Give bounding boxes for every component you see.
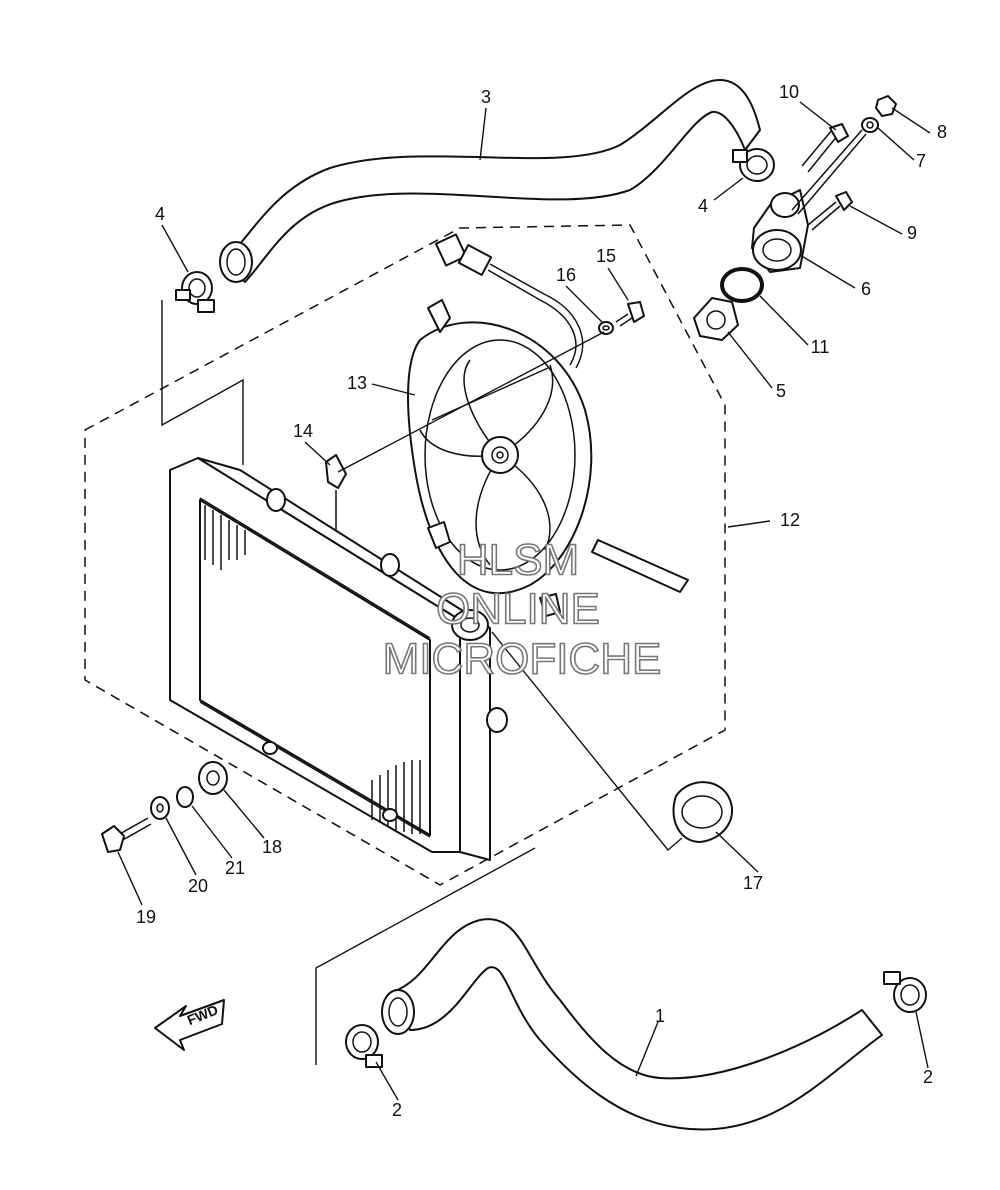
callout-1: 1 bbox=[655, 1006, 665, 1026]
watermark-line-2: ONLINE bbox=[436, 585, 600, 634]
radiator-fins bbox=[204, 505, 421, 834]
bolt-long[interactable] bbox=[801, 123, 849, 173]
washer-small[interactable] bbox=[598, 321, 614, 335]
hose-clamp-left[interactable] bbox=[175, 271, 215, 313]
callout-2-right: 2 bbox=[923, 1067, 933, 1087]
fastener-alignment-line bbox=[431, 367, 549, 421]
bolt-short[interactable] bbox=[807, 191, 853, 231]
radiator-cap[interactable] bbox=[672, 781, 733, 843]
callout-13: 13 bbox=[347, 373, 367, 393]
lower-hose[interactable] bbox=[381, 918, 883, 1131]
fan-motor-assembly[interactable] bbox=[407, 299, 689, 617]
callout-10: 10 bbox=[779, 82, 799, 102]
callout-2-left: 2 bbox=[392, 1100, 402, 1120]
watermark: HLSM ONLINE MICROFICHE bbox=[382, 535, 662, 685]
callout-11: 11 bbox=[811, 337, 830, 357]
callout-4-left: 4 bbox=[155, 204, 165, 224]
lower-hose-alignment-line bbox=[315, 847, 536, 1065]
cap-alignment-line bbox=[491, 631, 683, 852]
callout-7: 7 bbox=[916, 151, 926, 171]
washer[interactable] bbox=[861, 117, 879, 133]
mount-collar[interactable] bbox=[176, 786, 194, 808]
mount-grommet[interactable] bbox=[198, 761, 228, 795]
callout-labels: 3 4 4 10 8 7 9 6 11 5 12 13 14 15 16 18 … bbox=[136, 82, 947, 1120]
watermark-line-3: MICROFICHE bbox=[383, 635, 662, 684]
callout-3: 3 bbox=[481, 87, 491, 107]
mount-washer[interactable] bbox=[150, 796, 170, 820]
nut[interactable] bbox=[875, 95, 897, 117]
hose-clamp-right[interactable] bbox=[732, 148, 775, 182]
callout-4-right: 4 bbox=[698, 196, 708, 216]
callout-18: 18 bbox=[262, 837, 282, 857]
mount-bolt[interactable] bbox=[101, 817, 152, 853]
screw[interactable] bbox=[615, 301, 645, 327]
callout-5: 5 bbox=[776, 381, 786, 401]
hose-clamp-lower-left[interactable] bbox=[345, 1024, 383, 1068]
bolt-stud[interactable] bbox=[791, 129, 867, 215]
radiator[interactable] bbox=[169, 457, 508, 861]
callout-15: 15 bbox=[596, 246, 616, 266]
callout-17: 17 bbox=[743, 873, 763, 893]
callout-leaders bbox=[117, 101, 931, 1101]
callout-9: 9 bbox=[907, 223, 917, 243]
callout-20: 20 bbox=[188, 876, 208, 896]
callout-12: 12 bbox=[780, 510, 800, 530]
callout-16: 16 bbox=[556, 265, 576, 285]
fastener-alignment-line bbox=[161, 300, 244, 465]
callout-21: 21 bbox=[225, 858, 245, 878]
callout-6: 6 bbox=[861, 279, 871, 299]
assembly-group-outline bbox=[84, 224, 726, 886]
watermark-line-1: HLSM bbox=[457, 536, 579, 585]
o-ring[interactable] bbox=[720, 267, 764, 303]
callout-8: 8 bbox=[937, 122, 947, 142]
thermostat-housing[interactable] bbox=[751, 189, 809, 273]
thermostat[interactable] bbox=[693, 297, 739, 341]
callout-19: 19 bbox=[136, 907, 156, 927]
upper-hose[interactable] bbox=[219, 79, 761, 283]
fwd-arrow: FWD bbox=[154, 999, 225, 1051]
callout-14: 14 bbox=[293, 421, 313, 441]
fan-connector-wire[interactable] bbox=[434, 233, 584, 369]
hose-clamp-lower-right[interactable] bbox=[883, 971, 927, 1013]
